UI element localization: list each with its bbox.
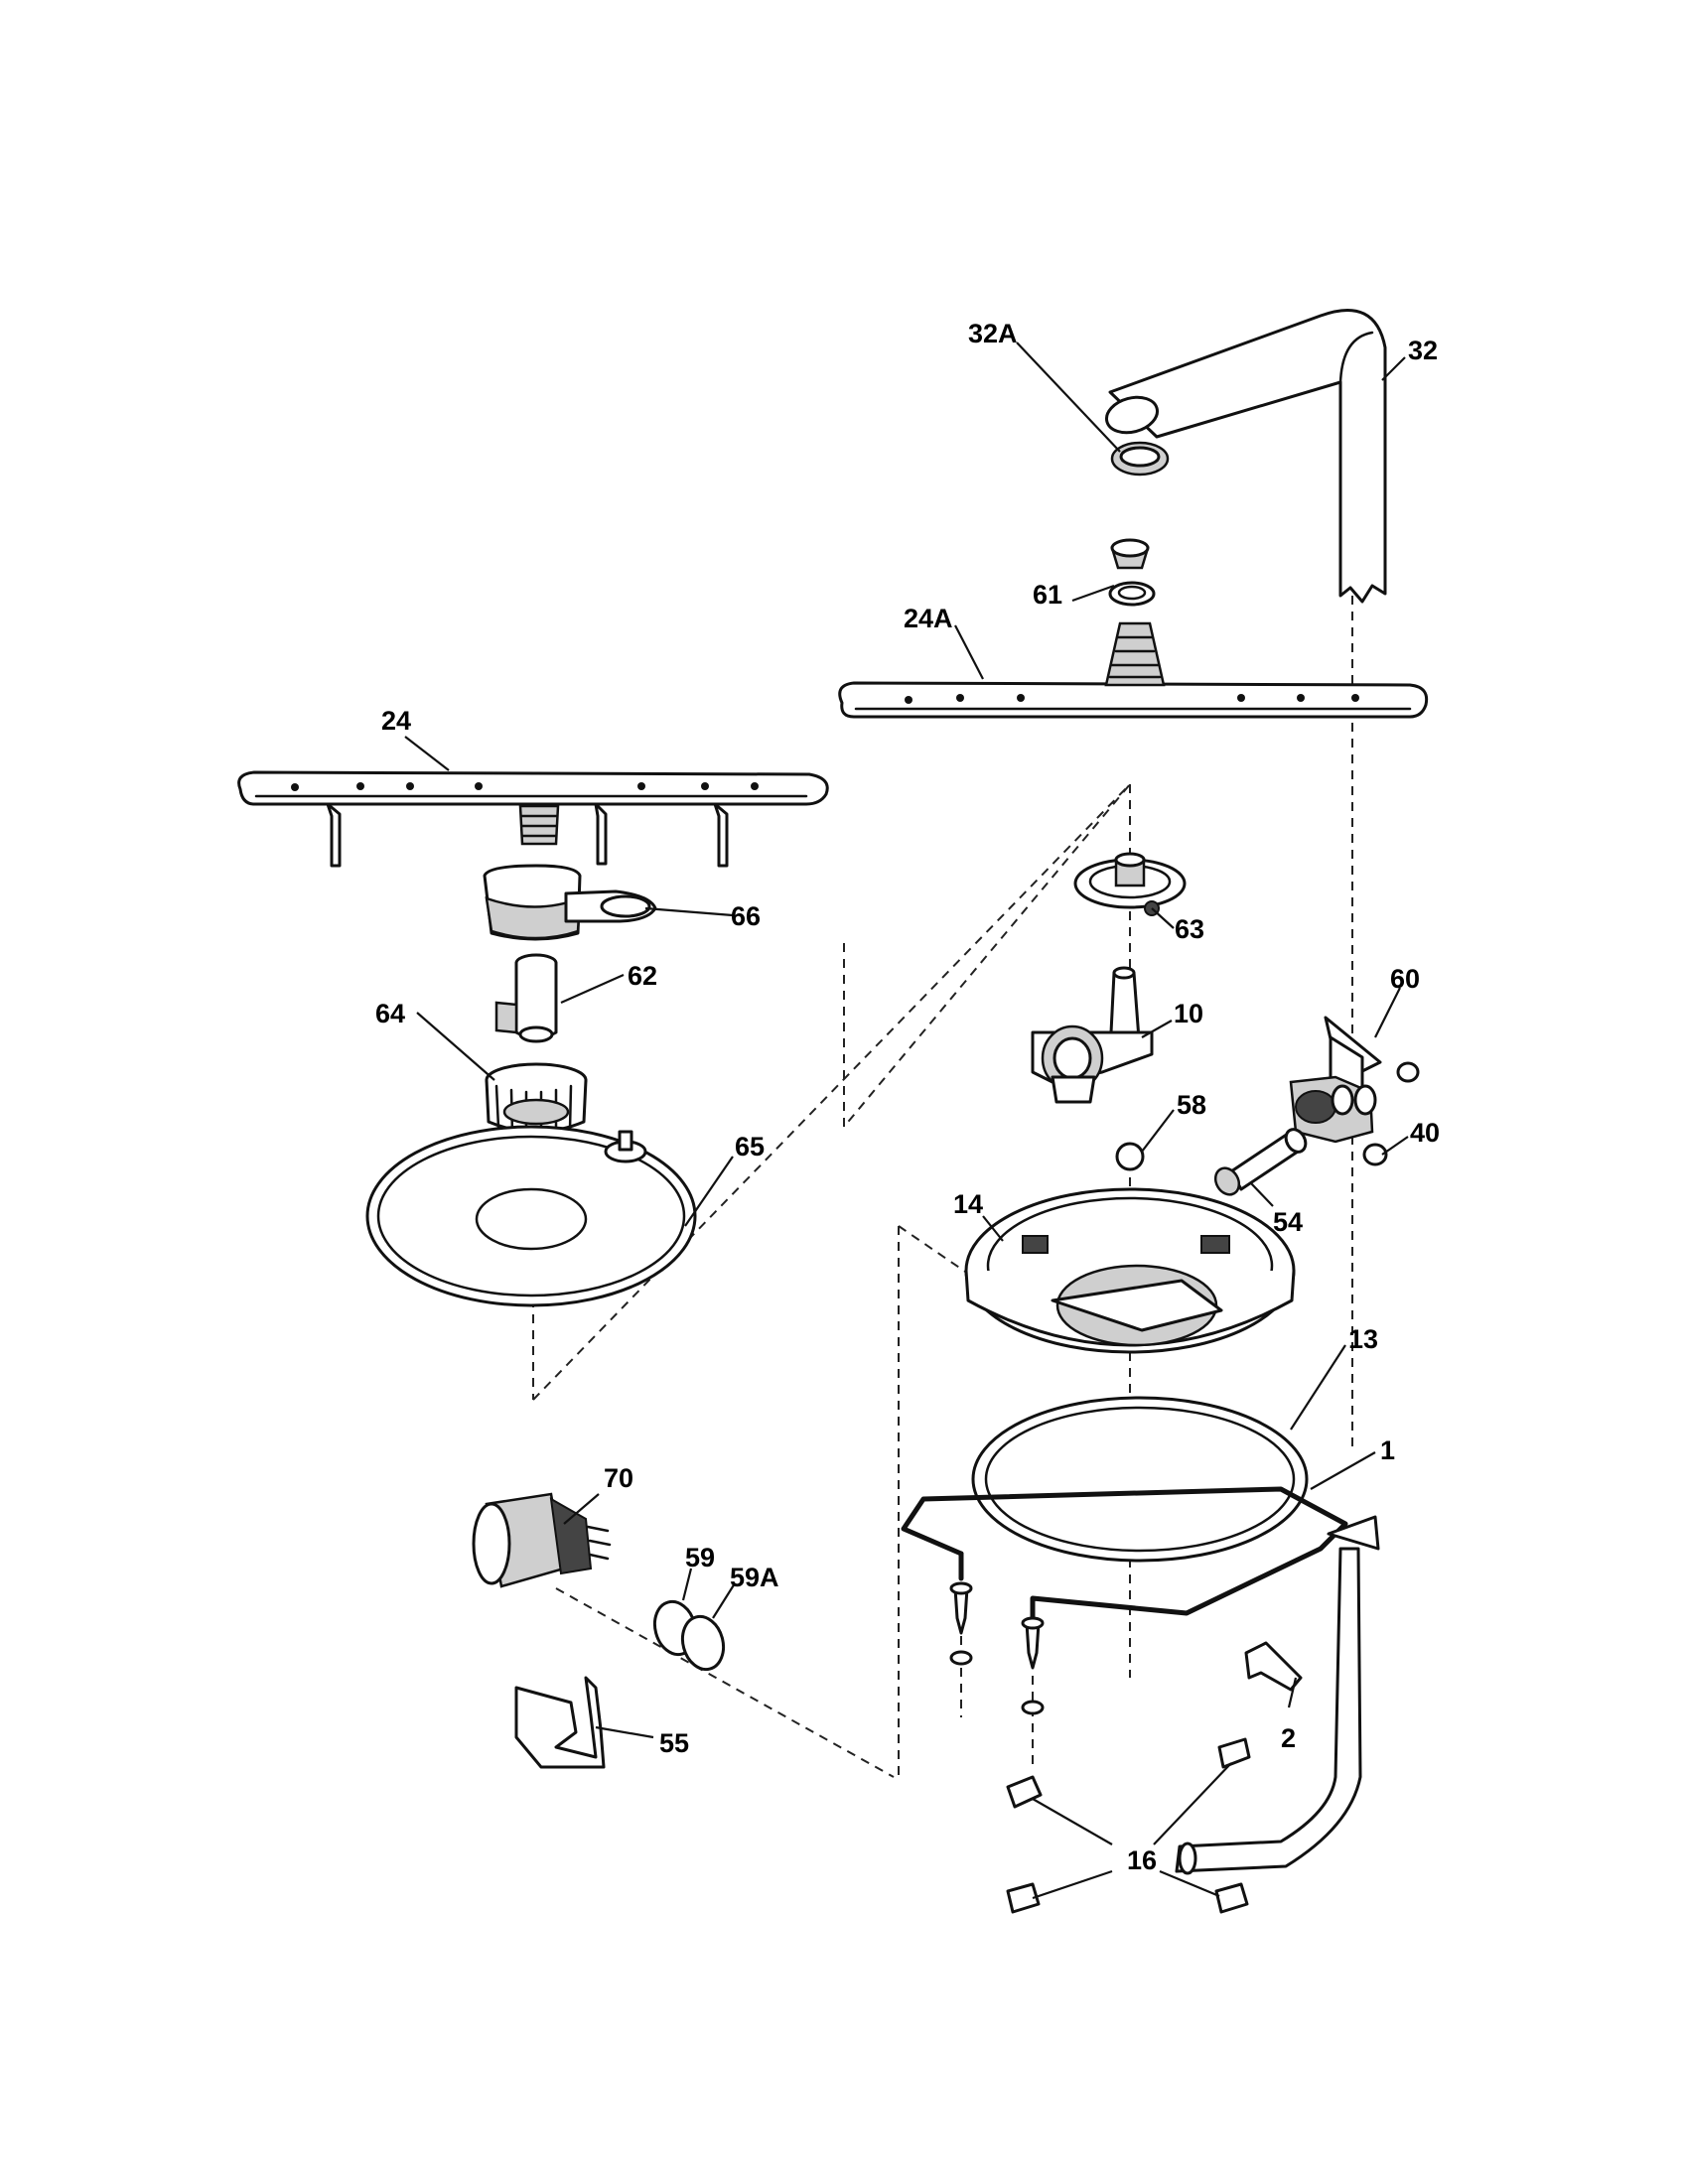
filter-screen-65[interactable]	[365, 1125, 697, 1307]
callout-60: 60	[1390, 964, 1420, 994]
callout-2: 2	[1281, 1723, 1296, 1753]
callout-16: 16	[1127, 1845, 1157, 1875]
callout-65: 65	[735, 1132, 765, 1161]
callout-13: 13	[1348, 1324, 1378, 1354]
callout-62: 62	[628, 961, 657, 991]
callout-14: 14	[953, 1189, 983, 1219]
callout-54: 54	[1273, 1207, 1303, 1237]
drain-hose[interactable]	[1175, 1547, 1362, 1875]
tube-32[interactable]	[1102, 308, 1387, 604]
callout-32A: 32A	[968, 319, 1018, 348]
filter-64[interactable]	[485, 1062, 588, 1140]
tube-gasket-32A[interactable]	[1110, 441, 1170, 477]
gasket-13[interactable]	[971, 1396, 1309, 1563]
inlet-valve-60[interactable]	[1289, 1016, 1382, 1144]
chopper-66[interactable]	[483, 864, 657, 941]
callout-61: 61	[1033, 580, 1062, 610]
clips-16[interactable]	[1006, 1737, 1251, 1914]
callout-55: 55	[659, 1728, 689, 1758]
callout-40: 40	[1410, 1118, 1440, 1148]
motor-70[interactable]	[472, 1492, 612, 1588]
motor-mount-55[interactable]	[514, 1676, 606, 1769]
callout-24A: 24A	[904, 604, 953, 633]
callout-1: 1	[1380, 1435, 1395, 1465]
callout-70: 70	[604, 1463, 633, 1493]
support-63[interactable]	[1073, 852, 1187, 916]
callout-59A: 59A	[730, 1563, 779, 1592]
upper-spray-arm-24A[interactable]	[838, 621, 1429, 719]
screws[interactable]	[949, 1581, 1045, 1715]
callout-labels: 32A 32 61 24A 24 66 62 64 65 63 10 58 60…	[375, 319, 1440, 1875]
heater-1[interactable]	[901, 1486, 1380, 1631]
o-ring-59A[interactable]	[677, 1612, 730, 1675]
callout-66: 66	[731, 901, 761, 931]
callout-59: 59	[685, 1543, 715, 1572]
ball-58[interactable]	[1115, 1142, 1145, 1171]
callout-58: 58	[1177, 1090, 1206, 1120]
callout-64: 64	[375, 999, 405, 1028]
callout-32: 32	[1408, 336, 1438, 365]
callout-24: 24	[381, 706, 411, 736]
cap-61[interactable]	[1108, 538, 1156, 607]
pump-housing-10[interactable]	[1031, 966, 1154, 1104]
hose-54[interactable]	[1210, 1126, 1309, 1199]
bracket-2[interactable]	[1244, 1641, 1303, 1692]
nozzle-62[interactable]	[494, 953, 558, 1043]
lower-spray-arm-24[interactable]	[237, 770, 829, 868]
sump-14[interactable]	[964, 1187, 1296, 1354]
clamp-40[interactable]	[1362, 1061, 1420, 1166]
callout-63: 63	[1175, 914, 1204, 944]
callout-10: 10	[1174, 999, 1203, 1028]
leader-lines	[404, 341, 1409, 1900]
